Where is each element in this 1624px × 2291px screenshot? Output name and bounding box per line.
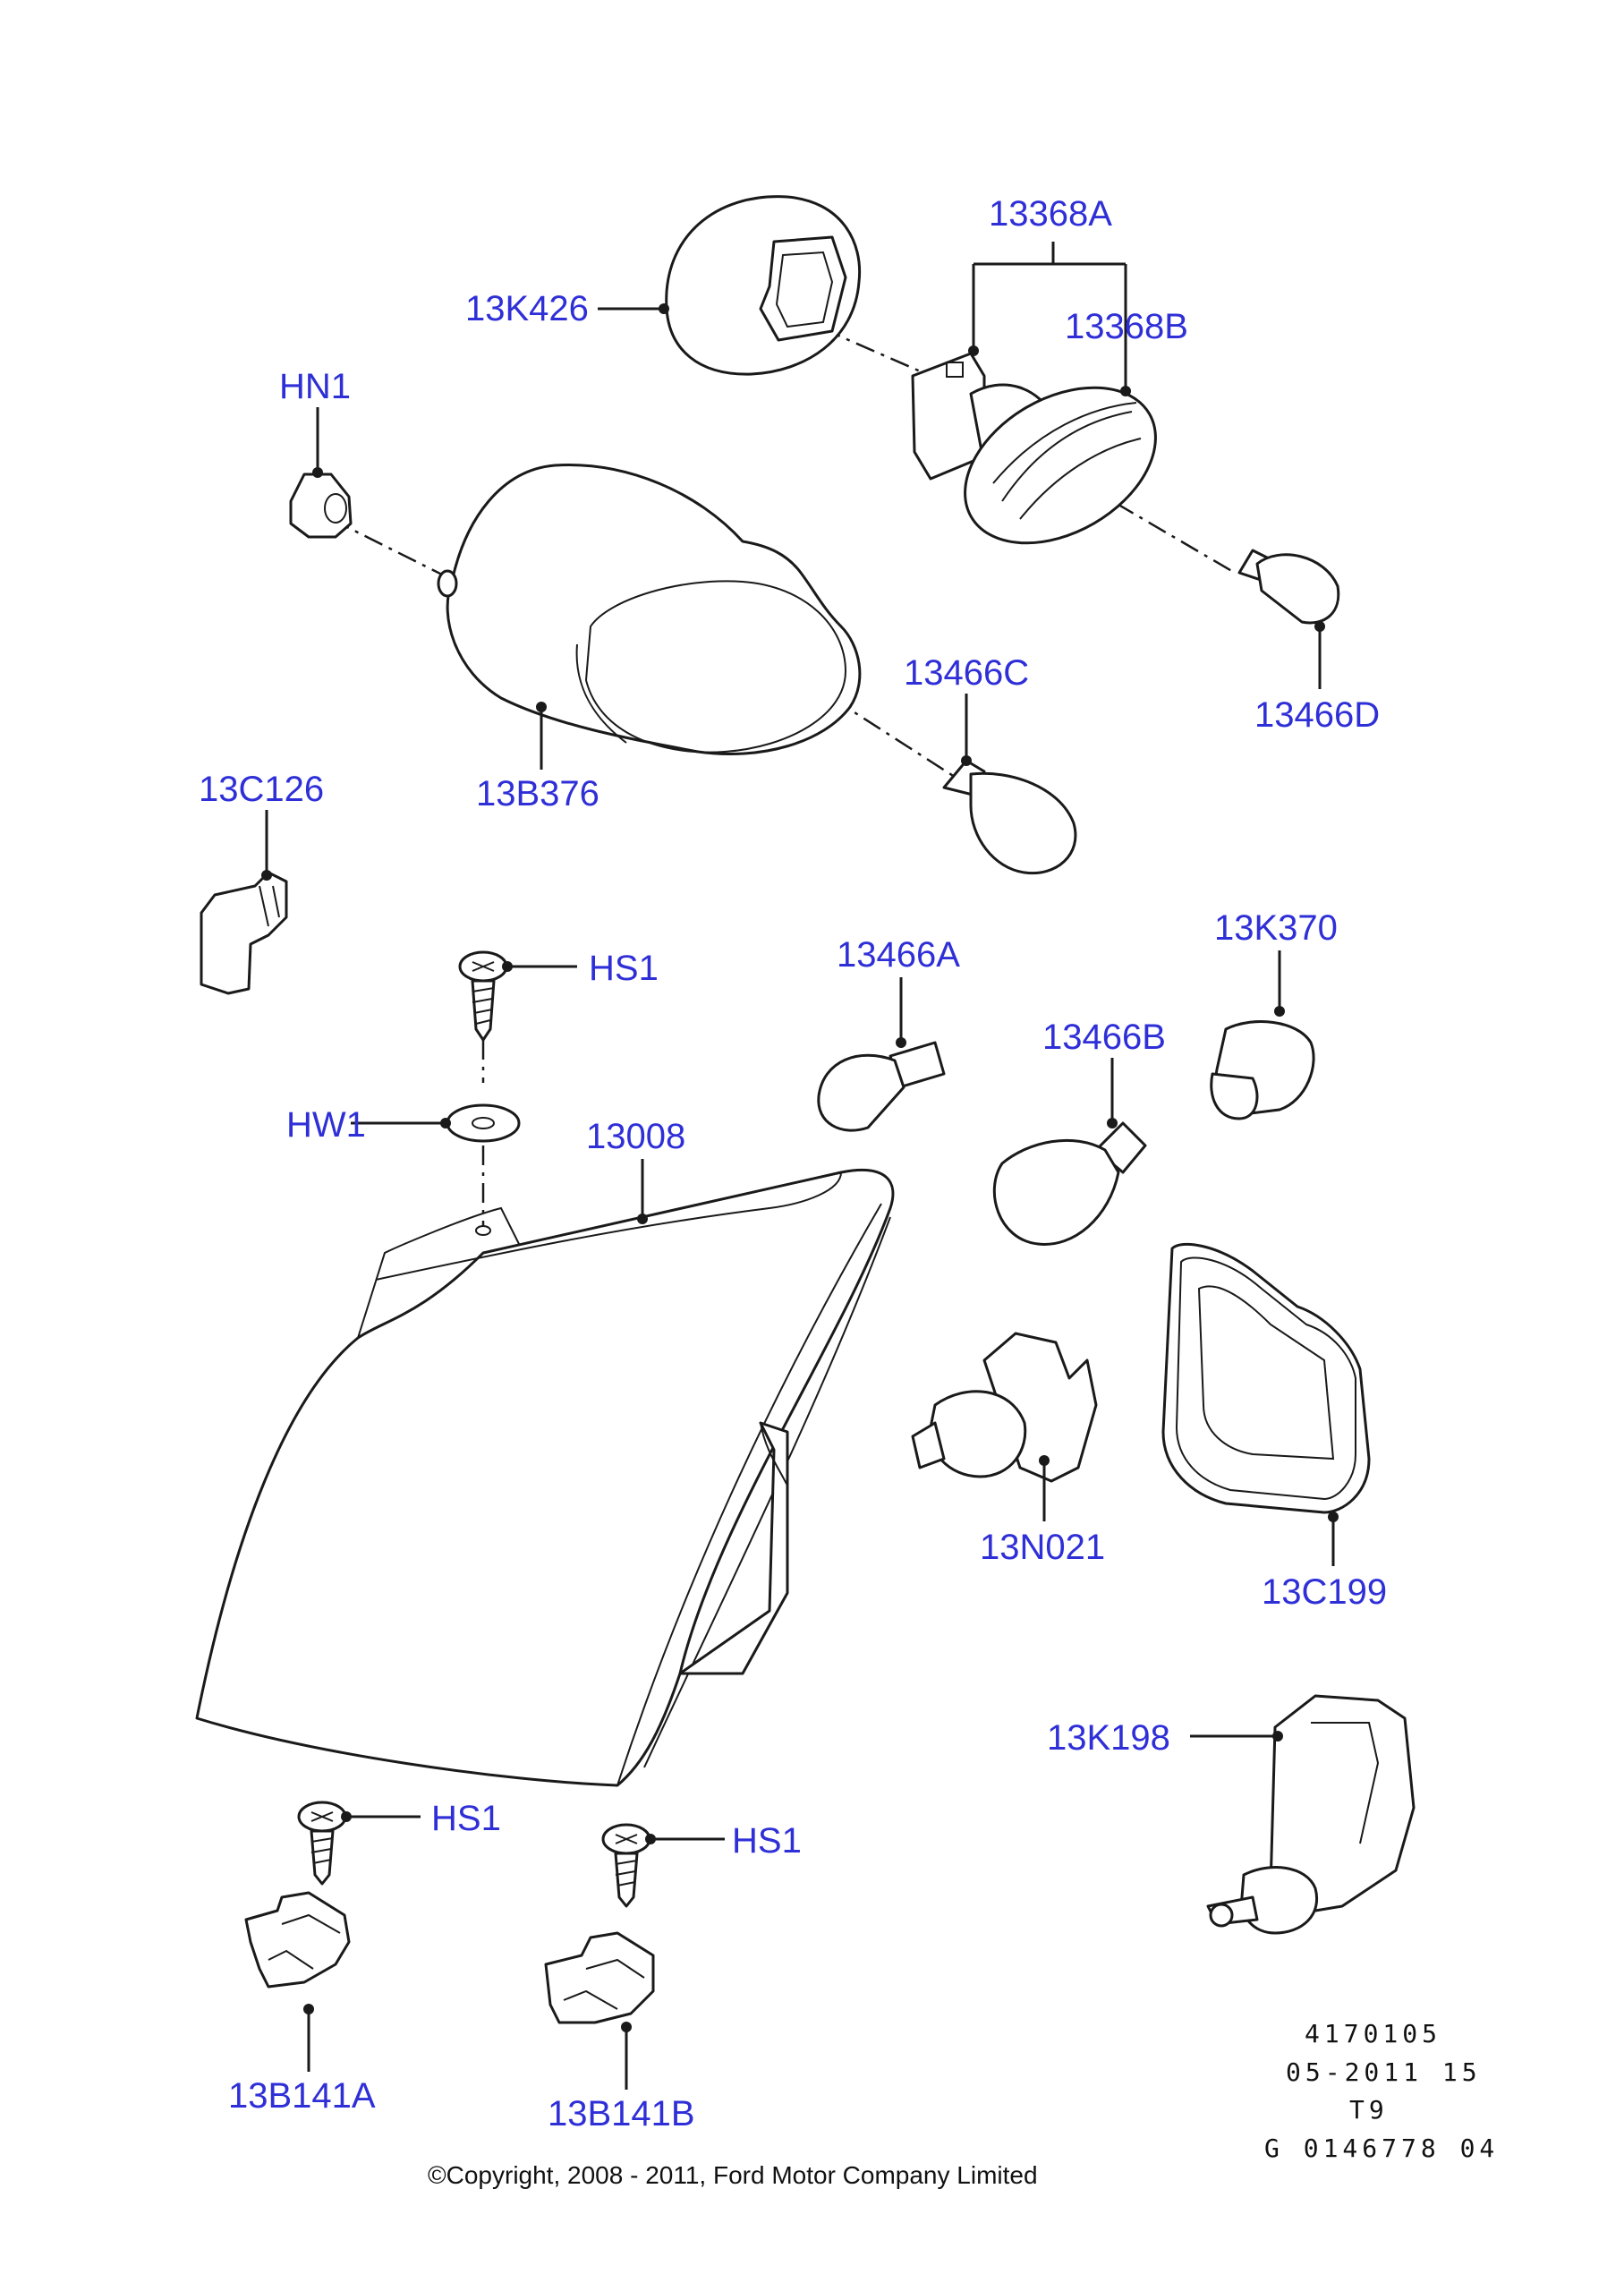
part-13n021-h4-bulb[interactable] [911, 1332, 1098, 1483]
label-hw1[interactable]: HW1 [286, 1105, 366, 1145]
part-13b376-indicator-lamp[interactable] [437, 464, 862, 755]
label-13466c[interactable]: 13466C [904, 653, 1029, 693]
part-13k426-cap[interactable] [665, 195, 862, 376]
label-13k426[interactable]: 13K426 [465, 289, 589, 328]
part-13008-headlamp[interactable] [195, 1168, 895, 1787]
meta-line-3: T9 [1349, 2095, 1389, 2125]
part-13466d-bulb[interactable] [1237, 549, 1340, 625]
part-13c199-cover[interactable] [1161, 1242, 1371, 1514]
part-labels: 13368A 13K426 13368B HN1 13466C 13466D 1… [199, 194, 1387, 2133]
part-13k198-levelling-motor[interactable] [1206, 1694, 1416, 1935]
label-13b141b[interactable]: 13B141B [548, 2094, 695, 2133]
label-13008[interactable]: 13008 [586, 1117, 685, 1156]
label-13466a[interactable]: 13466A [837, 935, 960, 975]
part-13466a-bulb[interactable] [817, 1041, 946, 1132]
label-13k370[interactable]: 13K370 [1214, 908, 1338, 948]
label-13368b[interactable]: 13368B [1065, 307, 1188, 346]
part-13466c-bulb[interactable] [942, 759, 1077, 875]
part-hn1-nut[interactable] [289, 473, 353, 539]
label-13b141a[interactable]: 13B141A [228, 2076, 376, 2116]
label-13466d[interactable]: 13466D [1254, 695, 1380, 735]
meta-line-2: 05-2011 15 [1286, 2057, 1482, 2087]
label-hs1-right[interactable]: HS1 [732, 1821, 802, 1861]
part-13466b-bulb[interactable] [992, 1121, 1147, 1246]
copyright-notice: ©Copyright, 2008 - 2011, Ford Motor Comp… [428, 2161, 1038, 2189]
illustration-meta: 4170105 05-2011 15 T9 G 0146778 04 [1264, 2019, 1499, 2163]
label-13k198[interactable]: 13K198 [1047, 1718, 1170, 1758]
part-13b141a-bracket[interactable] [244, 1891, 351, 1989]
label-13b376[interactable]: 13B376 [476, 774, 599, 813]
part-13368-side-repeater[interactable] [911, 352, 1183, 575]
part-hs1-screw-right[interactable] [601, 1823, 651, 1908]
part-13b141b-bracket[interactable] [544, 1931, 655, 2024]
leader-lines [261, 242, 1339, 2090]
meta-line-1: 4170105 [1305, 2019, 1441, 2048]
label-hn1[interactable]: HN1 [279, 367, 351, 406]
label-13c199[interactable]: 13C199 [1262, 1572, 1387, 1612]
label-hs1-top[interactable]: HS1 [589, 949, 659, 988]
part-hs1-screw-left[interactable] [297, 1801, 347, 1886]
label-13368a[interactable]: 13368A [989, 194, 1112, 234]
part-hw1-washer[interactable] [446, 1103, 521, 1143]
label-hs1-left[interactable]: HS1 [431, 1799, 501, 1838]
part-13k370-socket[interactable] [1210, 1020, 1315, 1120]
label-13c126[interactable]: 13C126 [199, 770, 324, 809]
part-13c126-connector[interactable] [200, 871, 288, 995]
label-13466b[interactable]: 13466B [1042, 1018, 1166, 1057]
label-13n021[interactable]: 13N021 [980, 1528, 1105, 1567]
meta-line-4: G 0146778 04 [1264, 2133, 1499, 2163]
part-hs1-screw-top[interactable] [458, 950, 508, 1042]
